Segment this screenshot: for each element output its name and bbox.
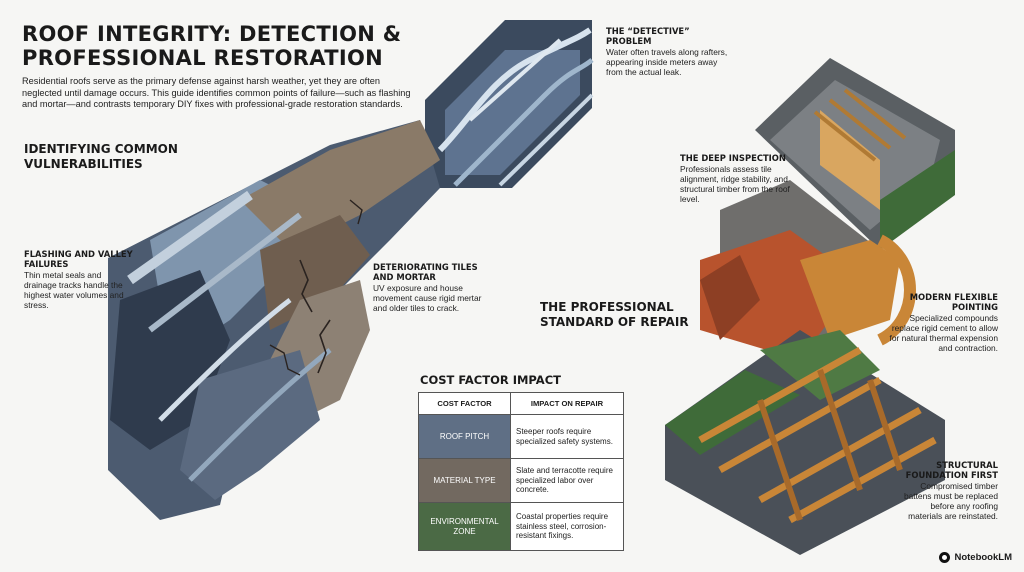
- callout-flashing: FLASHING AND VALLEY FAILURES Thin metal …: [24, 249, 134, 310]
- roof-cutaway-illustration: [665, 58, 955, 555]
- callout-flashing-heading: FLASHING AND VALLEY FAILURES: [24, 249, 133, 269]
- callout-pointing-body: Specialized compounds replace rigid ceme…: [889, 313, 998, 353]
- section-professional-heading: THE PROFESSIONAL STANDARD OF REPAIR: [540, 300, 689, 329]
- callout-pointing: MODERN FLEXIBLE POINTING Specialized com…: [886, 292, 998, 353]
- page-title: ROOF INTEGRITY: DETECTION & PROFESSIONAL…: [22, 22, 402, 70]
- callout-foundation-body: Compromised timber battens must be repla…: [903, 481, 998, 521]
- callout-foundation-heading: STRUCTURAL FOUNDATION FIRST: [905, 460, 998, 480]
- callout-tiles-body: UV exposure and house movement cause rig…: [373, 283, 482, 313]
- cost-factor-table: COST FACTOR IMPACT ON REPAIR ROOF PITCH …: [418, 392, 624, 551]
- table-row: ROOF PITCH Steeper roofs require special…: [418, 414, 624, 459]
- callout-detective-heading: THE “DETECTIVE” PROBLEM: [606, 26, 690, 46]
- table-row: MATERIAL TYPE Slate and terracotte requi…: [418, 458, 624, 503]
- impact-cell: Steeper roofs require specialized safety…: [510, 414, 624, 459]
- water-flow-inset: [425, 20, 594, 188]
- callout-pointing-heading: MODERN FLEXIBLE POINTING: [909, 292, 998, 312]
- callout-inspection-heading: THE DEEP INSPECTION: [680, 153, 786, 163]
- intro-text: Residential roofs serve as the primary d…: [22, 76, 411, 110]
- impact-cell: Coastal properties require stainless ste…: [510, 502, 624, 551]
- callout-flashing-body: Thin metal seals and drainage tracks han…: [24, 270, 124, 310]
- factor-cell: ROOF PITCH: [418, 414, 511, 459]
- table-header-row: COST FACTOR IMPACT ON REPAIR: [418, 392, 624, 415]
- table-row: ENVIRONMENTAL ZONE Coastal properties re…: [418, 502, 624, 551]
- brand-logo: NotebookLM: [939, 552, 1012, 563]
- table-header-impact: IMPACT ON REPAIR: [510, 392, 624, 415]
- cost-table-title: COST FACTOR IMPACT: [420, 373, 561, 387]
- callout-tiles: DETERIORATING TILES AND MORTAR UV exposu…: [373, 262, 488, 313]
- callout-foundation: STRUCTURAL FOUNDATION FIRST Compromised …: [896, 460, 998, 521]
- notebook-logo-icon: [939, 552, 951, 563]
- callout-detective: THE “DETECTIVE” PROBLEM Water often trav…: [606, 26, 736, 77]
- callout-inspection: THE DEEP INSPECTION Professionals assess…: [680, 153, 800, 204]
- callout-tiles-heading: DETERIORATING TILES AND MORTAR: [373, 262, 478, 282]
- table-header-factor: COST FACTOR: [418, 392, 511, 415]
- callout-inspection-body: Professionals assess tile alignment, rid…: [680, 164, 790, 204]
- factor-cell: MATERIAL TYPE: [418, 458, 511, 503]
- impact-cell: Slate and terracotte require specialized…: [510, 458, 624, 503]
- brand-name: NotebookLM: [954, 552, 1012, 563]
- factor-cell: ENVIRONMENTAL ZONE: [418, 502, 511, 551]
- callout-detective-body: Water often travels along rafters, appea…: [606, 47, 728, 77]
- section-vulnerabilities-heading: IDENTIFYING COMMON VULNERABILITIES: [24, 142, 178, 171]
- damaged-roof-band: [108, 120, 440, 520]
